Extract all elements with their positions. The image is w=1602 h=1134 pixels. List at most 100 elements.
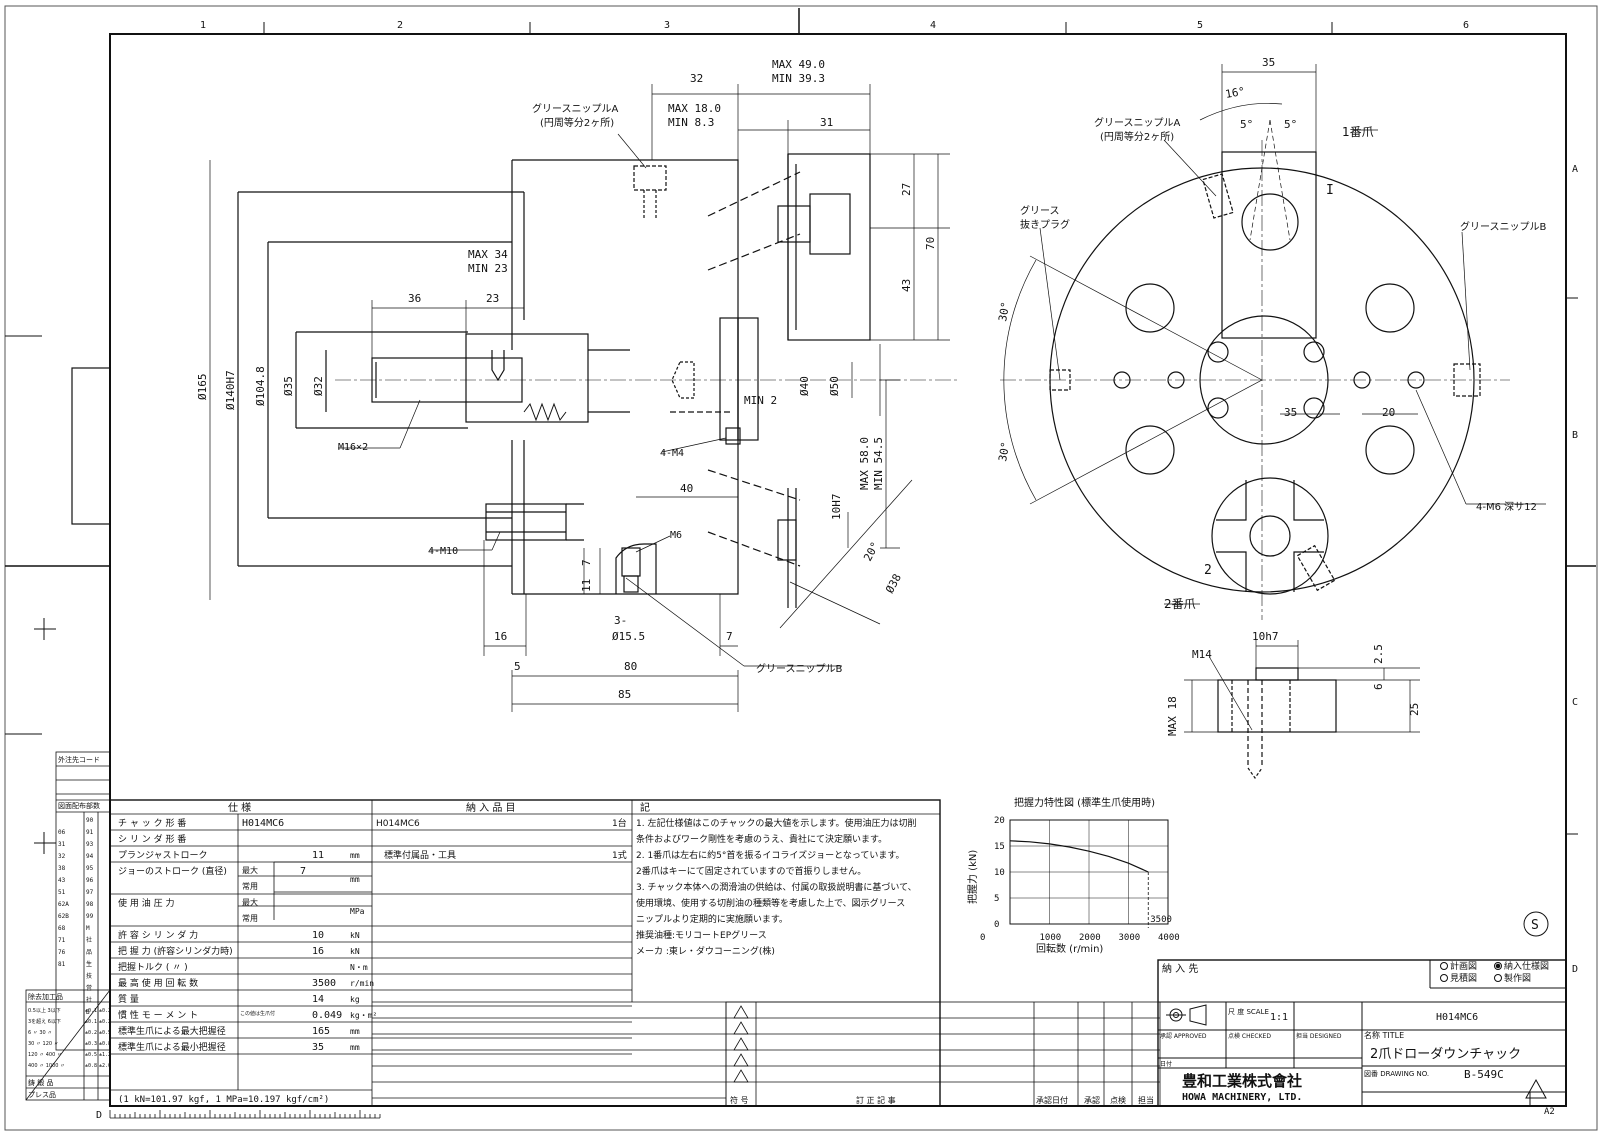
code-cell: 営 — [86, 984, 92, 992]
spec-row-value: 3500 — [312, 978, 336, 989]
svg-text:7: 7 — [726, 630, 733, 643]
tb-company-jp: 豊和工業株式會社 — [1182, 1072, 1302, 1090]
svg-text:プレス品: プレス品 — [28, 1091, 56, 1099]
grid-col-2: 2 — [397, 20, 403, 31]
spec-row-label: 標準生爪による最小把握径 — [118, 1041, 226, 1053]
svg-text:図番 DRAWING NO.: 図番 DRAWING NO. — [1364, 1070, 1429, 1078]
code-cell: 技 — [86, 972, 92, 980]
chart-marker-label: 3500 — [1150, 915, 1172, 925]
svg-text:10h7: 10h7 — [1252, 630, 1279, 643]
spec-row-unit: N・m — [350, 963, 368, 972]
svg-text:承認日付: 承認日付 — [1036, 1095, 1068, 1105]
tol-cell: ±0.8 — [85, 1063, 97, 1069]
label-grease-a: グリースニップルA — [532, 102, 618, 115]
code-cell: 51 — [58, 889, 66, 896]
tol-cell: ±0.2 — [85, 1030, 97, 1036]
svg-text:70: 70 — [924, 237, 937, 250]
tol-cell: 3を超え 6以下 — [28, 1018, 61, 1025]
notes-header: 記 — [640, 801, 650, 814]
code-cell: 71 — [58, 937, 66, 944]
spec-row-sub: 常用 — [242, 882, 258, 891]
rev-triangle-icon — [733, 1069, 749, 1083]
tol-cell: 30 〃 120 〃 — [28, 1041, 59, 1047]
svg-text:Ø165: Ø165 — [196, 374, 209, 401]
svg-text:2.5: 2.5 — [1372, 644, 1385, 664]
left-tables — [25, 751, 111, 1101]
spec-row-label: ジョーのストローク (直径) — [118, 865, 227, 877]
chart-xtick-label: 0 — [980, 933, 985, 943]
svg-text:MAX 18: MAX 18 — [1166, 696, 1179, 736]
chart-title: 把握力特性図 (標準生爪使用時) — [1014, 796, 1155, 809]
svg-text:外注先コード: 外注先コード — [58, 755, 100, 764]
spec-row-value: 0.049 — [312, 1010, 342, 1021]
spec-row-label: 最 高 使 用 回 転 数 — [118, 977, 198, 989]
svg-text:名称 TITLE: 名称 TITLE — [1364, 1030, 1404, 1040]
svg-text:5: 5 — [514, 660, 521, 673]
grid-ticks — [5, 8, 1596, 854]
spec-footer: (1 kN=101.97 kgf, 1 MPa=10.197 kgf/cm²) — [118, 1095, 329, 1105]
svg-text:80: 80 — [624, 660, 637, 673]
code-cell: 98 — [86, 901, 94, 908]
svg-text:計画図: 計画図 — [1450, 960, 1477, 972]
spec-row-value: 10 — [312, 930, 324, 941]
label-m10: 4-M10 — [428, 546, 458, 557]
note-line: 条件およびワーク剛性を考慮のうえ、貴社にて決定願います。 — [636, 833, 887, 845]
spec-row-sub: 最大 — [242, 865, 258, 875]
svg-text:5°: 5° — [1284, 118, 1297, 131]
grid-row-c: C — [1572, 697, 1578, 708]
chart-ylabel: 把握力 (kN) — [966, 850, 979, 904]
svg-text:日付: 日付 — [1160, 1060, 1172, 1068]
tb-company-en: HOWA MACHINERY, LTD. — [1182, 1092, 1302, 1103]
tb-size: A2 — [1544, 1107, 1555, 1117]
grid-row-d: D — [1572, 964, 1578, 975]
side-view — [209, 84, 960, 712]
chart-axes — [1009, 819, 1169, 925]
rev-triangle-icon — [733, 1021, 749, 1035]
chart-xtick-label: 1000 — [1040, 933, 1062, 943]
tb-s-mark: S — [1531, 918, 1539, 933]
grid-markers: 1 2 3 4 5 6 A B C D D — [96, 20, 1578, 1121]
spec-row-label: 許 容 シ リ ン ダ 力 — [118, 929, 198, 941]
svg-text:20: 20 — [1382, 406, 1395, 419]
label-grease-plug1: グリース — [1020, 204, 1060, 217]
grid-row-a: A — [1572, 164, 1578, 175]
item-name: 標準付属品・工具 — [384, 849, 456, 861]
svg-text:担当: 担当 — [1138, 1095, 1154, 1105]
chart-xtick-label: 3000 — [1119, 933, 1141, 943]
label-roman1: I — [1326, 183, 1334, 198]
item-qty: 1式 — [612, 849, 627, 861]
jaw-detail-dims: M14 10h7 2.5 6 MAX 18 25 — [1166, 630, 1421, 736]
side-view-dims: MAX 49.0 MIN 39.3 32 MAX 18.0 MIN 8.3 31… — [196, 58, 937, 701]
svg-text:見積図: 見積図 — [1450, 972, 1477, 984]
svg-text:M14: M14 — [1192, 648, 1212, 661]
spec-row-unit: mm — [350, 851, 360, 860]
note-line: ニップルより定期的に実施願います。 — [636, 913, 788, 925]
spec-row-unit: mm — [350, 875, 360, 884]
svg-text:Ø104.8: Ø104.8 — [254, 366, 267, 406]
spec-row-label: 使 用 油 圧 力 — [118, 897, 174, 909]
label-grease-a2-sub: (円周等分2ヶ所) — [1100, 130, 1174, 143]
front-view-dims: 35 16° 5° 5° 30° 30° 35 20 — [996, 56, 1395, 463]
code-cell: 31 — [58, 841, 66, 848]
grid-col-5: 5 — [1197, 20, 1203, 31]
code-cell: 生 — [86, 960, 92, 968]
svg-text:10H7: 10H7 — [830, 494, 843, 521]
svg-text:MAX 49.0: MAX 49.0 — [772, 58, 825, 71]
tol-cell: ±0.1 — [85, 1008, 97, 1014]
label-jaw1: 1番爪 — [1342, 125, 1374, 139]
code-cell: 94 — [86, 853, 94, 860]
svg-text:7: 7 — [580, 559, 593, 566]
code-cell: 76 — [58, 949, 66, 956]
code-cell: 96 — [86, 877, 94, 884]
tol-cell: 0.5以上 3以下 — [28, 1007, 61, 1014]
note-line: 推奨油種:モリコートEPグリース — [636, 929, 767, 941]
note-line: メーカ :東レ・ダウコーニング(株) — [636, 945, 775, 957]
spec-row-unit: kg・m² — [350, 1011, 377, 1020]
rev-triangle-icon — [733, 1005, 749, 1019]
front-view-labels: グリースニップルA (円周等分2ヶ所) 1番爪 グリース 抜きプラグ グリースニ… — [1020, 116, 1546, 611]
tol-cell: ±0.2 — [99, 1019, 111, 1025]
side-view-labels: グリースニップルA (円周等分2ヶ所) M16×2 4-M4 4-M10 M6 … — [338, 102, 842, 675]
code-cell: 95 — [86, 865, 94, 872]
